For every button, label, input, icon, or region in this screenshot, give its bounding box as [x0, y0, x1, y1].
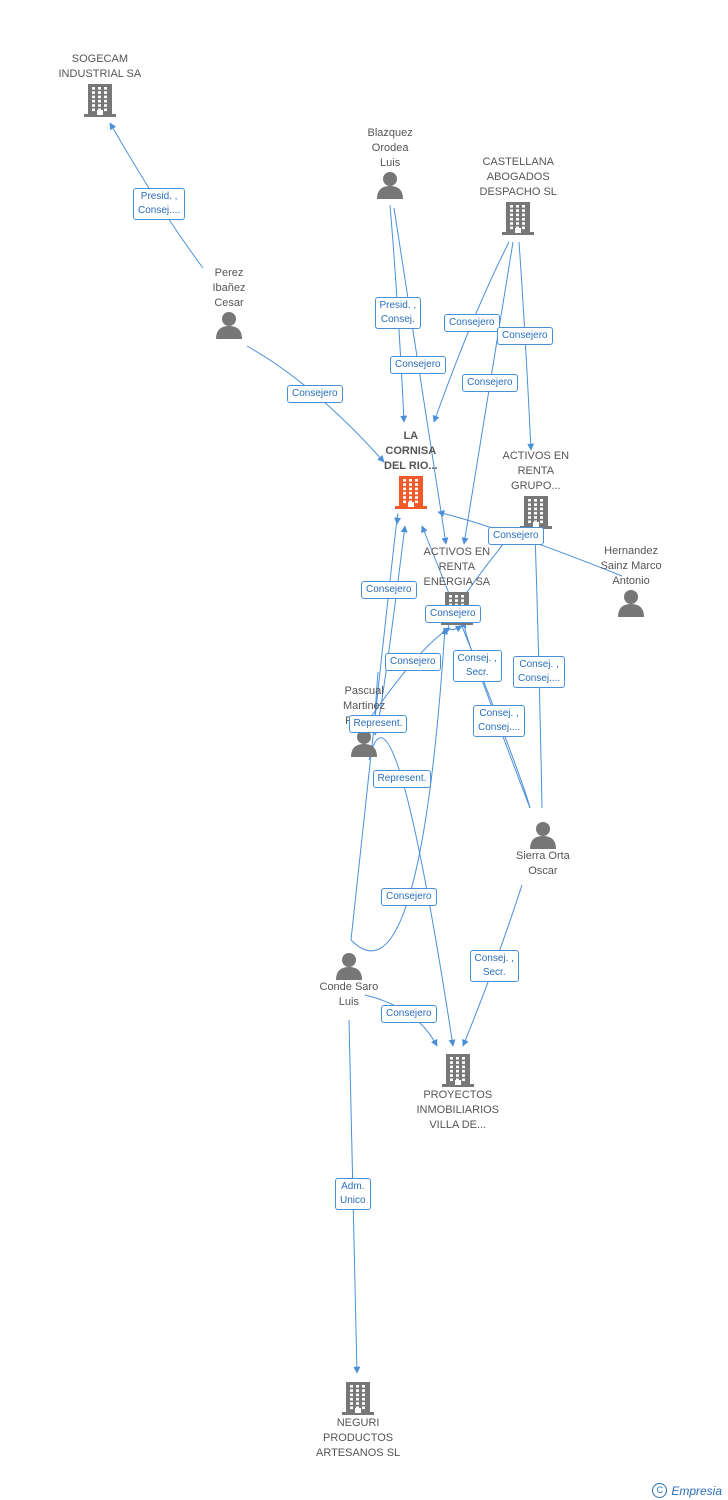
node-label: Perez Ibañez Cesar	[212, 267, 246, 309]
edge-label-sierra-to-lacornisa[interactable]: Consej. , Consej....	[473, 705, 526, 737]
edge-label-conde-to-lacornisa[interactable]: Consejero	[361, 581, 417, 599]
footer-brand: C Empresia	[652, 1483, 722, 1498]
node-label: Hernandez Sainz Marco Antonio	[600, 545, 662, 587]
edge-label-pascual-to-lacornisa[interactable]: Represent.	[348, 715, 408, 733]
node-activos_grupo[interactable]: ACTIVOS EN RENTA GRUPO...	[502, 449, 570, 530]
node-neguri[interactable]: NEGURI PRODUCTOS ARTESANOS SL	[316, 1380, 400, 1461]
node-perez[interactable]: Perez Ibañez Cesar	[213, 266, 246, 339]
node-label: LA CORNISA DEL RIO...	[384, 430, 438, 472]
node-blazquez[interactable]: Blazquez Orodea Luis	[368, 126, 413, 199]
edge-label-sierra-to-activos_energia[interactable]: Consej. , Secr.	[452, 650, 502, 682]
edge-label-blazquez-to-lacornisa[interactable]: Presid. , Consej.	[374, 297, 422, 329]
node-sierra[interactable]: Sierra Orta Oscar	[516, 821, 570, 879]
node-castellana[interactable]: CASTELLANA ABOGADOS DESPACHO SL	[480, 155, 557, 236]
node-label: Blazquez Orodea Luis	[367, 127, 413, 169]
edge-label-blazquez-to-activos_energia[interactable]: Consejero	[390, 356, 446, 374]
person-icon[interactable]	[214, 311, 244, 339]
edge-label-perez-to-sogecam[interactable]: Presid. , Consej....	[133, 188, 186, 220]
person-icon[interactable]	[375, 171, 405, 199]
node-sogecam[interactable]: SOGECAM INDUSTRIAL SA	[58, 52, 142, 118]
building-icon[interactable]	[83, 82, 117, 118]
edge-label-pascual-to-activos_energia[interactable]: Consejero	[385, 653, 441, 671]
node-lacornisa[interactable]: LA CORNISA DEL RIO...	[384, 429, 438, 510]
edge-label-pascual-to-proyectos[interactable]: Represent.	[372, 770, 432, 788]
node-label: PROYECTOS INMOBILIARIOS VILLA DE...	[416, 1089, 500, 1131]
edge-label-castellana-to-lacornisa[interactable]: Consejero	[444, 314, 500, 332]
edge-castellana-to-activos_grupo	[518, 241, 535, 451]
node-label: Conde Saro Luis	[319, 981, 379, 1008]
node-label: SOGECAM INDUSTRIAL SA	[58, 53, 142, 80]
node-conde[interactable]: Conde Saro Luis	[319, 952, 379, 1010]
node-hernandez[interactable]: Hernandez Sainz Marco Antonio	[601, 544, 662, 617]
building-icon[interactable]	[394, 474, 428, 510]
building-icon[interactable]	[441, 1052, 475, 1088]
edge-label-sierra-to-activos_grupo[interactable]: Consej. , Consej....	[513, 656, 566, 688]
brand-logo[interactable]: Empresia	[671, 1483, 722, 1498]
person-icon[interactable]	[528, 821, 558, 849]
node-label: ACTIVOS EN RENTA GRUPO...	[502, 450, 570, 492]
edge-perez-to-lacornisa	[246, 345, 385, 463]
node-label: CASTELLANA ABOGADOS DESPACHO SL	[479, 156, 557, 198]
edge-label-castellana-to-activos_energia[interactable]: Consejero	[462, 374, 518, 392]
edge-label-conde-to-proyectos[interactable]: Consejero	[381, 1005, 437, 1023]
node-label: NEGURI PRODUCTOS ARTESANOS SL	[316, 1417, 401, 1459]
edge-label-hernandez-to-lacornisa[interactable]: Consejero	[488, 527, 544, 545]
node-proyectos[interactable]: PROYECTOS INMOBILIARIOS VILLA DE...	[416, 1052, 500, 1133]
edge-label-conde-to-activos_energia[interactable]: Consejero	[381, 888, 437, 906]
edge-label-activos_grupo-to-activos_energia[interactable]: Consejero	[425, 605, 481, 623]
node-label: ACTIVOS EN RENTA ENERGIA SA	[423, 546, 491, 588]
edge-label-conde-to-neguri[interactable]: Adm. Unico	[335, 1178, 371, 1210]
edge-label-sierra-to-proyectos[interactable]: Consej. , Secr.	[469, 950, 519, 982]
building-icon[interactable]	[519, 494, 553, 530]
person-icon[interactable]	[349, 729, 379, 757]
copyright-icon: C	[652, 1483, 668, 1498]
node-label: Sierra Orta Oscar	[516, 850, 570, 877]
edge-label-perez-to-lacornisa[interactable]: Consejero	[287, 385, 343, 403]
person-icon[interactable]	[616, 589, 646, 617]
building-icon[interactable]	[501, 200, 535, 236]
building-icon[interactable]	[341, 1380, 375, 1416]
person-icon[interactable]	[334, 952, 364, 980]
edge-label-castellana-to-activos_grupo[interactable]: Consejero	[497, 327, 553, 345]
